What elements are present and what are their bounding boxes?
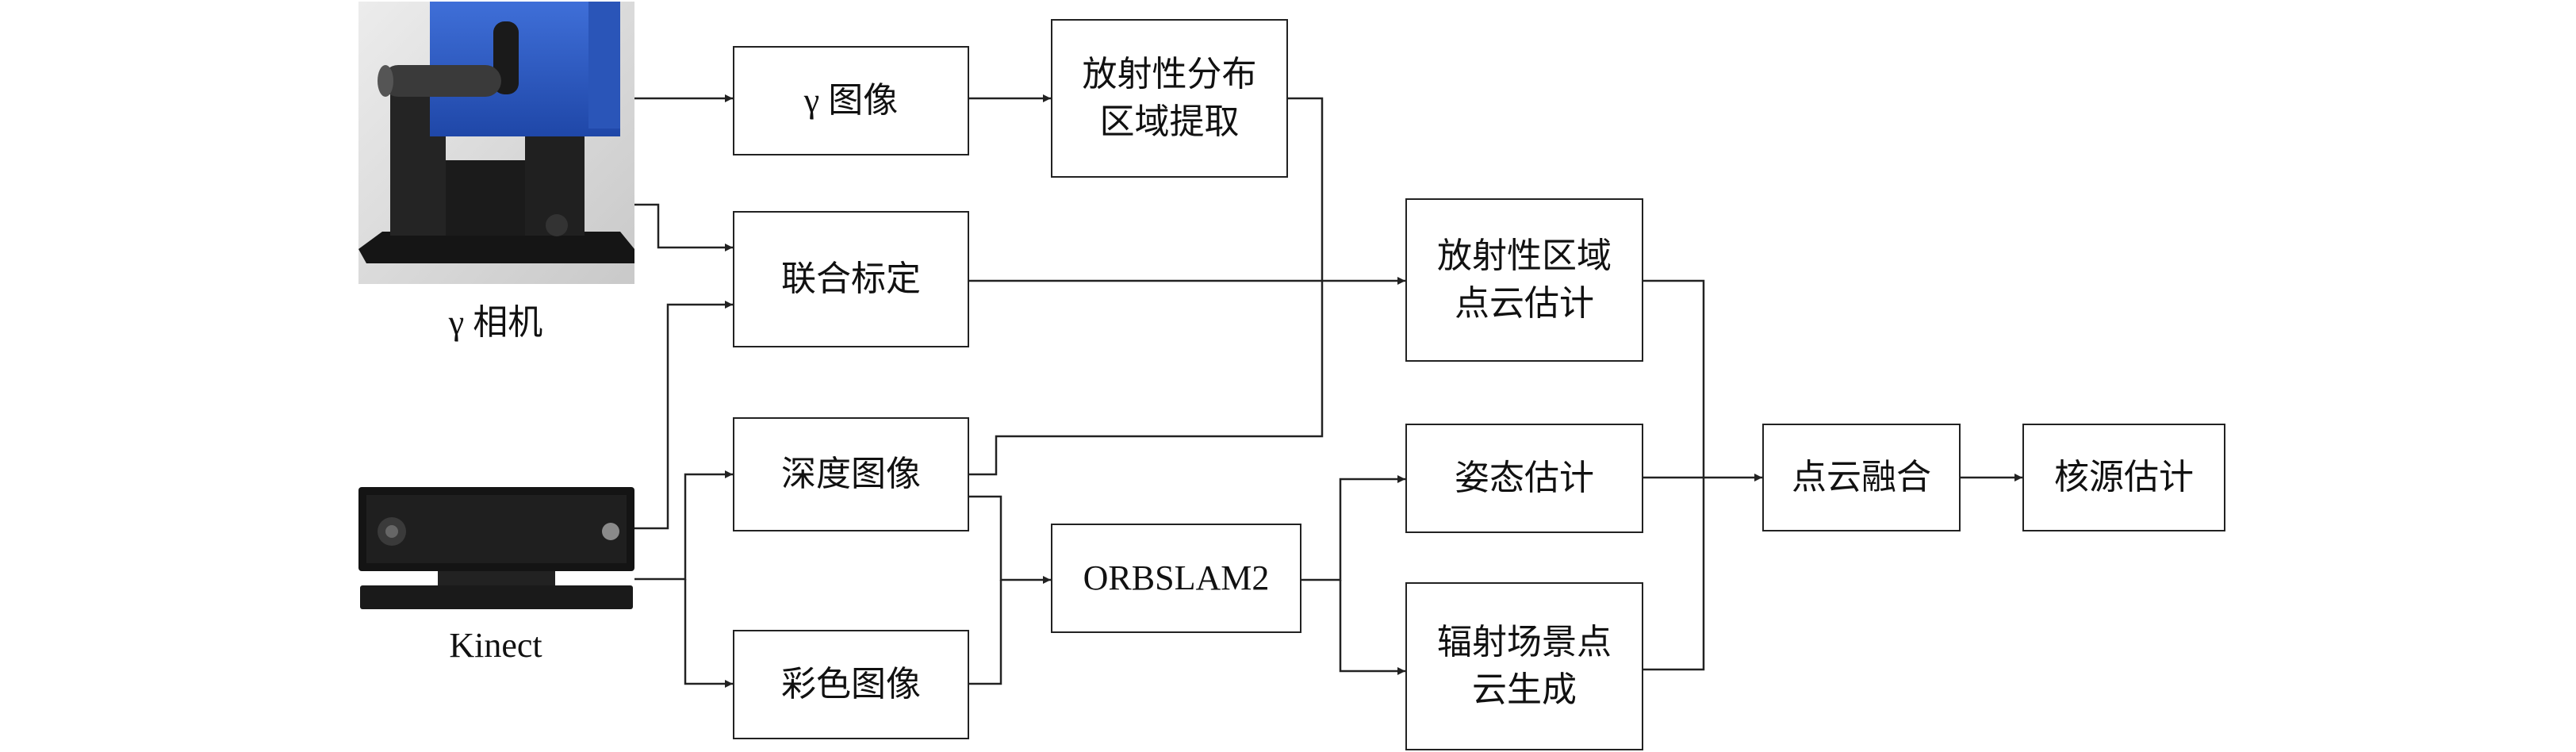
kinect-image [358,487,634,609]
color-image-label: 彩色图像 [781,665,921,704]
scene-pointcloud-generation-line2: 云生成 [1472,670,1577,709]
pose-estimation-label: 姿态估计 [1455,458,1594,497]
source-estimation-box: 核源估计 [2022,424,2225,531]
radiation-region-extraction-line2: 区域提取 [1099,102,1240,141]
gamma-camera-image [358,2,634,284]
line-color-to-orbslam [969,580,1002,685]
pointcloud-fusion-box: 点云融合 [1762,424,1961,531]
orbslam2-box: ORBSLAM2 [1051,524,1301,633]
joint-calibration-label: 联合标定 [781,259,921,298]
line-scene-pointcloud-to-fusion [1643,478,1705,671]
radiation-region-pointcloud-box: 放射性区域 点云估计 [1405,198,1643,362]
gamma-image-label: γ 图像 [803,81,899,120]
radiation-region-extraction-box: 放射性分布 区域提取 [1051,19,1288,178]
color-image-box: 彩色图像 [733,630,969,739]
radiation-region-extraction-line1: 放射性分布 [1082,55,1257,94]
orbslam2-label: ORBSLAM2 [1083,558,1270,597]
gamma-camera-caption: γ 相机 [448,303,543,342]
arrow-orbslam-to-pose [1301,475,1405,581]
line-depth-to-region-pointcloud [969,281,1324,476]
scene-pointcloud-generation-box: 辐射场景点 云生成 [1405,582,1643,750]
arrow-kinect-to-color [684,579,733,688]
kinect-caption: Kinect [449,626,542,665]
joint-calibration-box: 联合标定 [733,211,969,347]
radiation-region-pointcloud-line1: 放射性区域 [1437,236,1612,275]
pose-estimation-box: 姿态估计 [1405,424,1643,533]
gamma-image-box: γ 图像 [733,46,969,155]
line-extraction-to-region-pointcloud [1288,97,1324,281]
arrow-camera-to-calibration [634,203,733,251]
pointcloud-fusion-label: 点云融合 [1792,458,1931,497]
arrow-depth-to-orbslam [969,495,1051,584]
line-region-pointcloud-to-fusion [1643,279,1705,478]
arrow-kinect-to-depth [634,470,733,581]
arrow-orbslam-to-scene-pointcloud [1339,580,1405,675]
radiation-region-pointcloud-line2: 点云估计 [1455,284,1594,323]
arrow-kinect-to-calibration [634,301,733,530]
scene-pointcloud-generation-line1: 辐射场景点 [1437,623,1612,662]
depth-image-box: 深度图像 [733,417,969,531]
depth-image-label: 深度图像 [781,455,921,493]
source-estimation-label: 核源估计 [2054,458,2194,497]
